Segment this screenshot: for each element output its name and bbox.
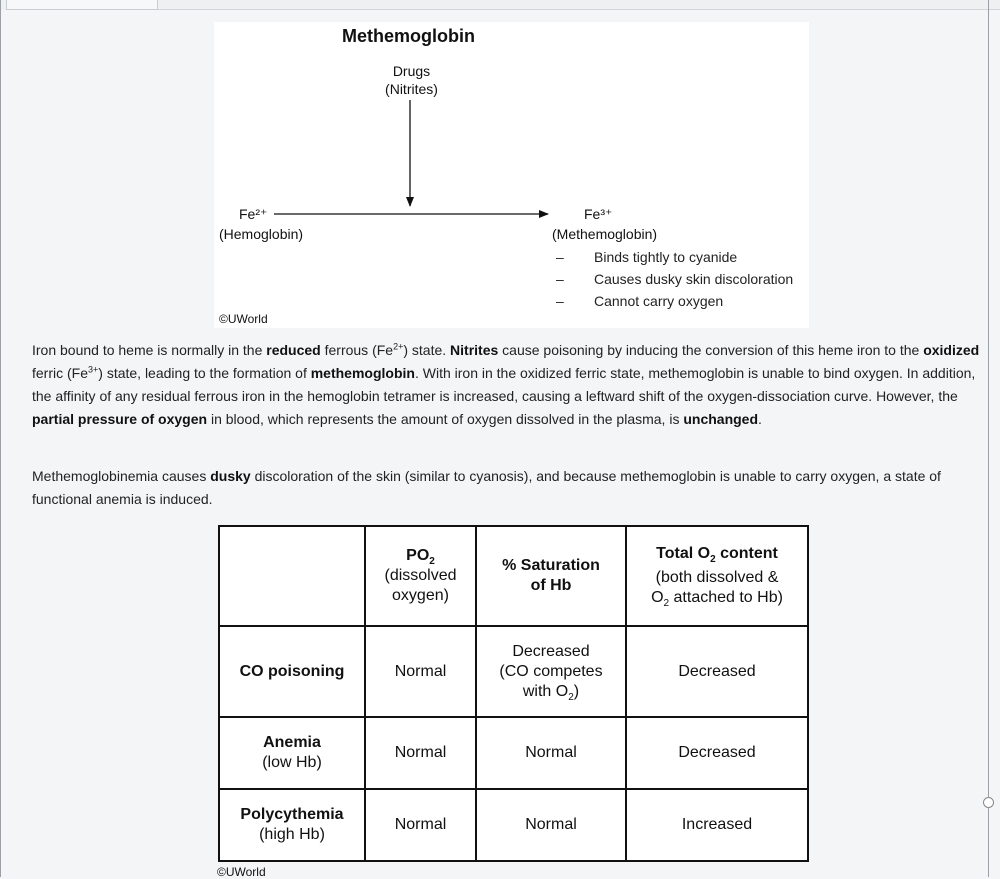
- diagram-title: Methemoglobin: [342, 26, 475, 46]
- cell-po2: Normal: [364, 716, 477, 790]
- cell-saturation: Normal: [475, 716, 627, 790]
- table-corner-cell: [218, 525, 366, 627]
- column-header-po2: PO2 (dissolved oxygen): [364, 525, 477, 627]
- dash-bullet: –: [556, 249, 564, 265]
- table-row: Anemia (low Hb) Normal Normal Decreased: [218, 716, 809, 790]
- right-border: [988, 0, 989, 877]
- superscript-charge: 2+: [393, 341, 404, 352]
- cell-saturation: Normal: [475, 788, 627, 862]
- bold-term-reduced: reduced: [266, 342, 321, 358]
- row-header-bold: CO poisoning: [239, 662, 345, 680]
- comparison-table: PO2 (dissolved oxygen) % Saturation of H…: [218, 525, 809, 862]
- text-run: Iron bound to heme is normally in the: [32, 342, 267, 358]
- explanation-paragraph-2: Methemoglobinemia causes dusky discolora…: [32, 465, 984, 511]
- text-run: in blood, which represents the amount of…: [207, 411, 684, 427]
- dash-bullet: –: [556, 293, 564, 309]
- po2-header-line3: oxygen): [392, 587, 449, 604]
- saturation-line2: (CO competes: [499, 662, 603, 680]
- fe3-label: Fe³⁺: [584, 206, 613, 222]
- subscript: 2: [710, 554, 716, 566]
- diagram-copyright: ©UWorld: [219, 312, 268, 326]
- total-o2-header-bold: Total O2 content: [633, 544, 801, 566]
- header-tab[interactable]: [6, 0, 158, 10]
- saturation-header-line2: of Hb: [530, 577, 572, 594]
- text-run: with O: [522, 682, 569, 700]
- total-o2-header-line3: O2 attached to Hb): [633, 588, 801, 610]
- text-run: .: [758, 411, 762, 427]
- resize-handle[interactable]: [983, 797, 994, 808]
- table-row: CO poisoning Normal Decreased (CO compet…: [218, 625, 809, 718]
- bold-term-dusky: dusky: [210, 468, 251, 484]
- text-run: Methemoglobinemia causes: [32, 468, 211, 484]
- po2-text: PO: [406, 547, 430, 564]
- row-header-bold: Polycythemia: [240, 806, 344, 823]
- saturation-header-line1: % Saturation: [502, 557, 600, 574]
- row-header-bold: Anemia: [263, 734, 321, 751]
- row-header-anemia: Anemia (low Hb): [218, 716, 366, 790]
- cell-total-o2: Decreased: [625, 716, 809, 790]
- text-run: O: [651, 589, 664, 606]
- bold-term-methemoglobin: methemoglobin: [310, 365, 415, 381]
- text-run: ) state, leading to the formation of: [98, 365, 311, 381]
- fe2-label: Fe²⁺: [239, 206, 268, 222]
- list-item: – Binds tightly to cyanide: [556, 246, 793, 268]
- list-item-text: Causes dusky skin discoloration: [594, 271, 794, 287]
- drugs-label-line2: (Nitrites): [385, 81, 438, 97]
- superscript-charge: 3+: [88, 364, 99, 375]
- methemoglobin-effects-list: – Binds tightly to cyanide – Causes dusky …: [556, 246, 793, 312]
- text-run: Total O: [656, 545, 711, 562]
- subscript: 2: [663, 598, 670, 610]
- text-run: discoloration of the skin (similar to cy…: [32, 468, 941, 507]
- text-run: attached to Hb): [669, 589, 783, 606]
- methemoglobin-diagram: Methemoglobin Drugs (Nitrites) Fe²⁺ (Hem…: [214, 22, 809, 328]
- cell-saturation: Decreased (CO competes with O2): [475, 625, 627, 718]
- header-divider: [158, 9, 1000, 10]
- row-header-polycythemia: Polycythemia (high Hb): [218, 788, 366, 862]
- drugs-label-line1: Drugs: [392, 63, 431, 79]
- bold-term-unchanged: unchanged: [683, 411, 759, 427]
- total-o2-header-line2: (both dissolved &: [655, 569, 779, 586]
- methemoglobin-label: (Methemoglobin): [552, 226, 658, 242]
- text-run: cause poisoning by inducing the conversi…: [498, 342, 924, 358]
- cell-po2: Normal: [364, 788, 477, 862]
- list-item-text: Cannot carry oxygen: [594, 293, 724, 309]
- table-row: Polycythemia (high Hb) Normal Normal Incr…: [218, 788, 809, 862]
- cell-total-o2: Increased: [625, 788, 809, 862]
- subscript: 2: [568, 691, 574, 703]
- table-header-row: PO2 (dissolved oxygen) % Saturation of H…: [218, 525, 809, 627]
- text-run: ) state.: [403, 342, 451, 358]
- saturation-line1: Decreased: [512, 642, 590, 660]
- drugs-label: Drugs (Nitrites): [364, 62, 459, 98]
- left-border: [0, 0, 1, 877]
- column-header-total-o2: Total O2 content (both dissolved & O2 at…: [625, 525, 809, 627]
- po2-header-line2: (dissolved: [384, 567, 457, 584]
- bold-term-nitrites: Nitrites: [450, 342, 499, 358]
- text-run: . With iron in the oxidized ferric state…: [32, 365, 976, 404]
- diagram-arrows: [274, 100, 549, 218]
- cell-po2: Normal: [364, 625, 477, 718]
- row-header-sub: (low Hb): [262, 754, 322, 771]
- bold-term-oxidized: oxidized: [923, 342, 980, 358]
- text-run: ): [573, 682, 580, 700]
- list-item: – Causes dusky skin discoloration: [556, 268, 793, 290]
- list-item: – Cannot carry oxygen: [556, 290, 793, 312]
- cell-total-o2: Decreased: [625, 625, 809, 718]
- text-run: content: [715, 545, 778, 562]
- po2-header-bold: PO2: [372, 546, 469, 568]
- saturation-line3: with O2): [483, 682, 619, 703]
- text-run: ferrous (Fe: [320, 342, 394, 358]
- subscript: 2: [429, 556, 435, 568]
- column-header-saturation: % Saturation of Hb: [475, 525, 627, 627]
- bold-term-partial-pressure: partial pressure of oxygen: [32, 411, 208, 427]
- row-header-co-poisoning: CO poisoning: [218, 625, 366, 718]
- top-bar: [0, 0, 1000, 10]
- dash-bullet: –: [556, 271, 564, 287]
- hemoglobin-label: (Hemoglobin): [219, 226, 304, 242]
- text-run: ferric (Fe: [32, 365, 88, 381]
- row-header-sub: (high Hb): [259, 826, 325, 843]
- list-item-text: Binds tightly to cyanide: [594, 249, 738, 265]
- table-copyright: ©UWorld: [217, 865, 266, 879]
- explanation-paragraph-1: Iron bound to heme is normally in the re…: [32, 339, 984, 431]
